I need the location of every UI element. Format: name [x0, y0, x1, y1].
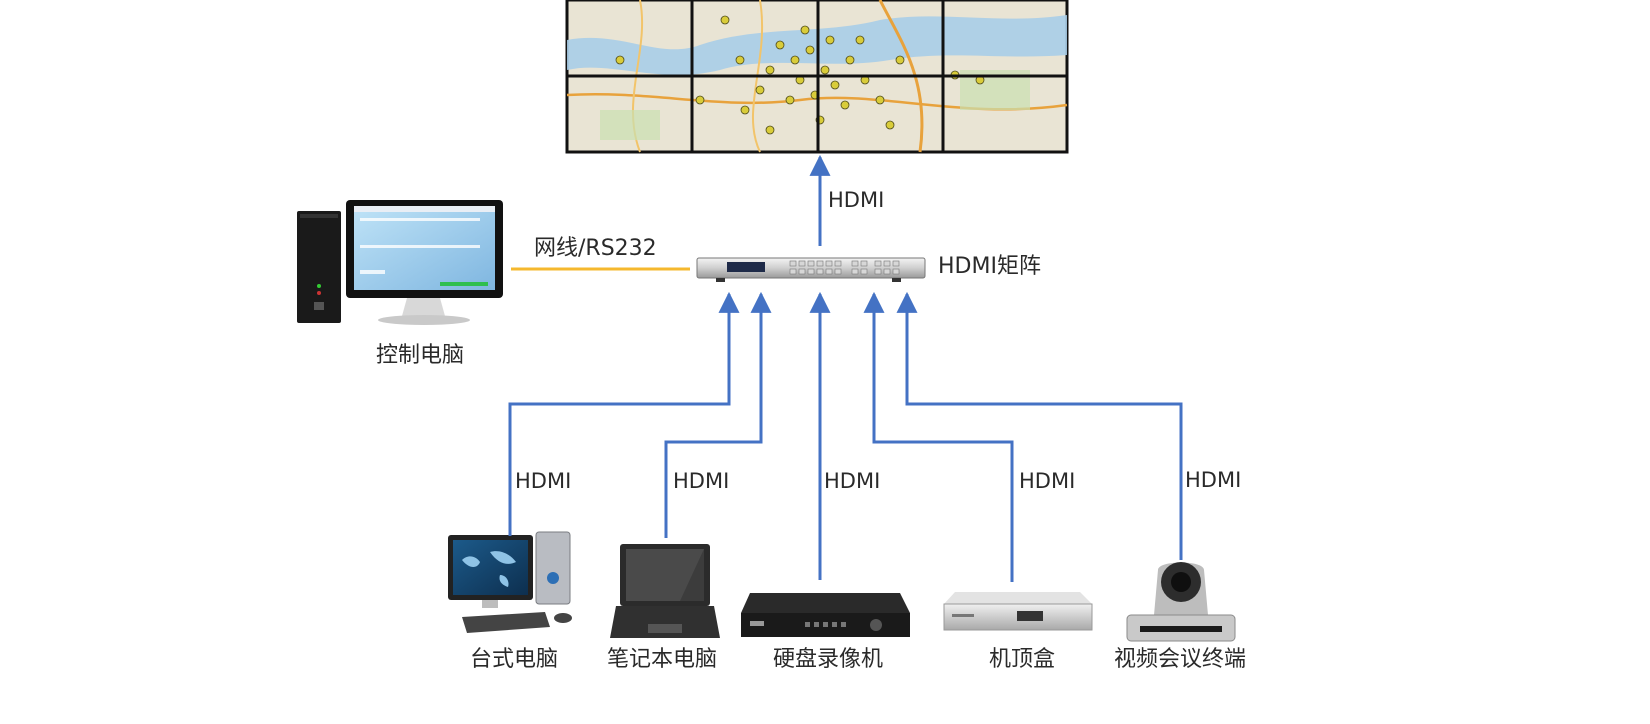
set-top-box-illustration: [943, 592, 1093, 631]
desktop-hdmi-line: [508, 291, 740, 536]
vc-hdmi-line: [896, 291, 1183, 560]
laptop-hdmi-line: [664, 291, 772, 538]
desktop-pc-illustration: [448, 531, 572, 633]
hdmi-matrix-device: [696, 257, 926, 282]
laptop-link-label: HDMI: [673, 469, 730, 493]
desktop-link-label: HDMI: [515, 469, 572, 493]
laptop-illustration: [610, 544, 720, 638]
video-conference-camera-illustration: [1126, 562, 1236, 642]
desktop-pc-label: 台式电脑: [470, 647, 559, 672]
video-conference-label: 视频会议终端: [1114, 647, 1247, 672]
stb-link-label: HDMI: [1019, 469, 1076, 493]
vc-link-label: HDMI: [1185, 468, 1242, 492]
video-wall: [565, 0, 1069, 154]
dvr-illustration: [741, 593, 910, 637]
dvr-link-label: HDMI: [824, 469, 881, 493]
control-pc-label: 控制电脑: [376, 343, 465, 368]
connections: [508, 154, 1183, 582]
control-pc-illustration: [297, 200, 503, 325]
laptop-label: 笔记本电脑: [607, 647, 718, 672]
control-link-label: 网线/RS232: [534, 236, 657, 261]
matrix-label: HDMI矩阵: [938, 254, 1041, 279]
stb-hdmi-line: [863, 291, 1014, 582]
output-link-label: HDMI: [828, 188, 885, 212]
set-top-box-label: 机顶盒: [989, 647, 1056, 672]
dvr-label: 硬盘录像机: [773, 647, 884, 672]
